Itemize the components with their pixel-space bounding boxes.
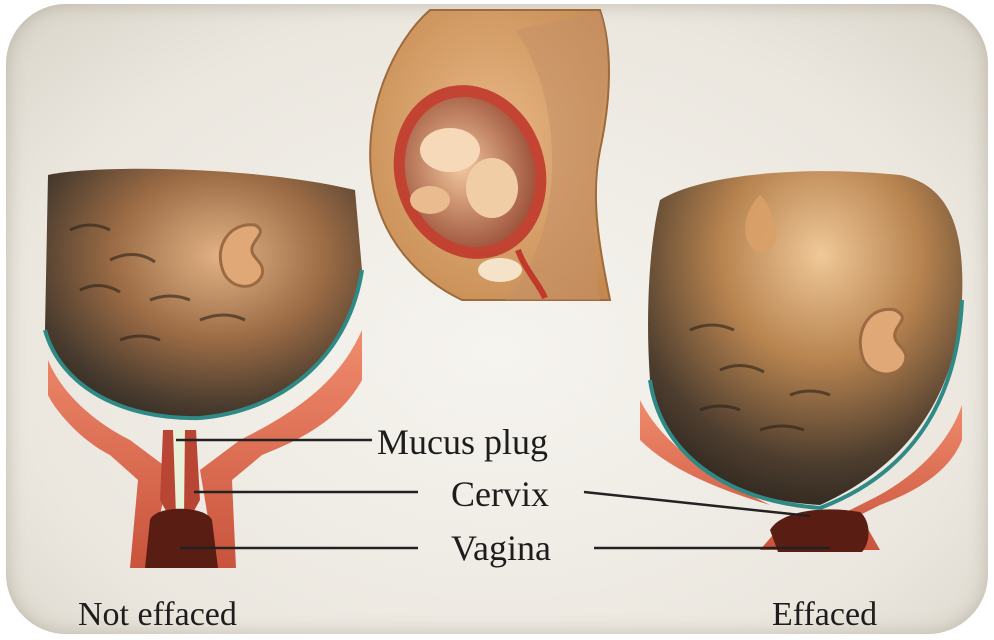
not-effaced-illustration <box>45 169 362 568</box>
effaced-caption: Effaced <box>772 598 877 632</box>
effaced-illustration <box>640 171 962 552</box>
vagina-label: Vagina <box>451 530 551 566</box>
mucus-plug-label: Mucus plug <box>377 424 548 460</box>
cervix-label: Cervix <box>451 476 549 512</box>
pregnant-torso-illustration <box>370 10 610 300</box>
not-effaced-caption: Not effaced <box>78 598 237 632</box>
